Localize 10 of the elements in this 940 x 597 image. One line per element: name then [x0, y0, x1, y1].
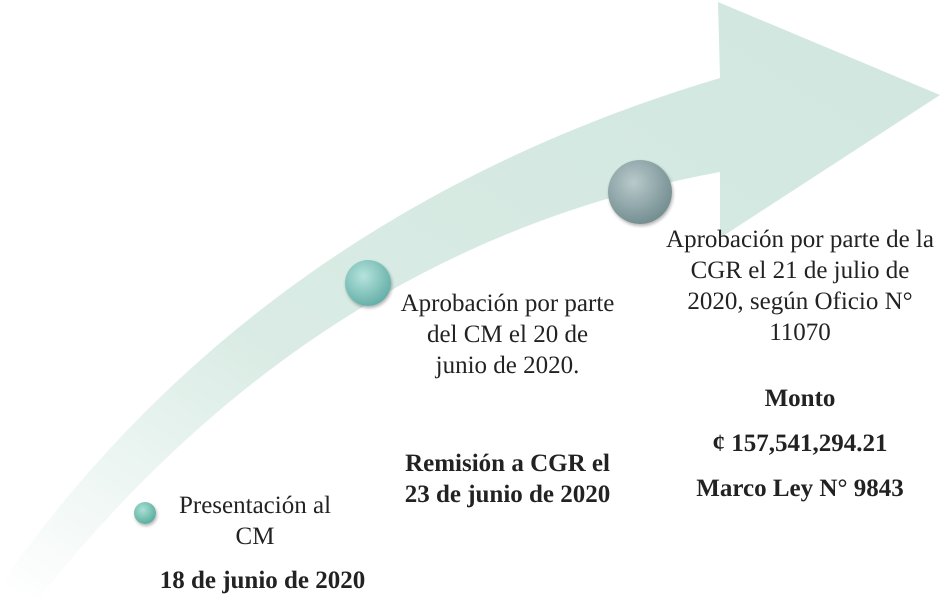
milestone-detail: Remisión a CGR el 23 de junio de 2020 — [404, 449, 612, 510]
milestone-detail: 18 de junio de 2020 — [158, 566, 366, 596]
milestone-detail: Monto — [764, 384, 836, 414]
milestone-description: Aprobación por parte de la CGR el 21 de julio de 2020, según Oficio N° 11070 — [665, 225, 935, 348]
milestone-detail: Marco Ley N° 9843 — [695, 474, 905, 504]
milestone-description: Aprobación por parte del CM el 20 de junio de 2020. — [400, 289, 615, 381]
milestone-dot — [134, 502, 156, 524]
milestone-detail: ¢ 157,541,294.21 — [712, 429, 888, 459]
milestone-dot — [608, 160, 672, 224]
milestone-description: Presentación al CM — [178, 491, 332, 552]
